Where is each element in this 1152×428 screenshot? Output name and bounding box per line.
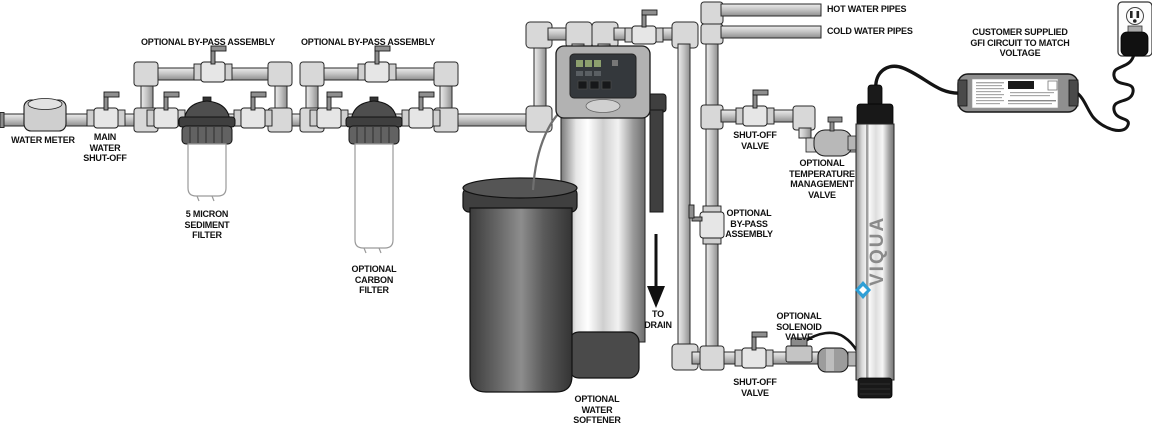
power-plug: [1120, 25, 1149, 57]
power-cord-coiled: [1075, 52, 1136, 132]
label-to-drain: TO DRAIN: [644, 309, 672, 330]
label-bypass-assembly-1: OPTIONAL BY-PASS ASSEMBLY: [140, 37, 276, 47]
label-water-meter: WATER METER: [11, 135, 75, 145]
controller-badge: [585, 99, 621, 113]
controller-display: [576, 60, 618, 90]
label-sediment-filter: 5 MICRON SEDIMENT FILTER: [184, 209, 230, 240]
solenoid-valve: [785, 337, 813, 363]
uv-shutoff-valve-top: [735, 89, 775, 127]
to-drain-arrow: [647, 234, 665, 308]
label-temp-valve: OPTIONAL TEMPERATURE MANAGEMENT VALVE: [789, 158, 855, 200]
label-main-shutoff: MAIN WATER SHUT-OFF: [83, 132, 127, 163]
label-gfi-circuit: CUSTOMER SUPPLIED GFI CIRCUIT TO MATCH V…: [970, 27, 1070, 58]
label-cold-water-pipes: COLD WATER PIPES: [827, 26, 913, 36]
softener-outlet-valve: [624, 9, 664, 45]
sediment-filter: [178, 96, 236, 202]
uv-shutoff-valve-bottom: [734, 331, 774, 369]
carbon-filter: [345, 96, 403, 254]
main-shutoff-valve: [86, 91, 126, 129]
uv-lamp-cord: [874, 64, 964, 95]
uv-inlet-fitting: [817, 347, 849, 373]
softener-tank: [560, 103, 646, 379]
uv-bypass-valve: [688, 204, 725, 245]
label-solenoid-valve: OPTIONAL SOLENOID VALVE: [776, 311, 822, 342]
label-water-softener: OPTIONAL WATER SOFTENER: [573, 394, 621, 425]
uv-brand-text: VIQUA: [867, 216, 888, 286]
sediment-filter-outlet-valve: [233, 91, 273, 129]
uv-chamber: VIQUA: [847, 84, 895, 399]
viqua-diamond-icon: [855, 281, 871, 299]
label-shutoff-valve-top: SHUT-OFF VALVE: [733, 130, 777, 151]
solenoid-cable: [802, 331, 859, 353]
label-hot-water-pipes: HOT WATER PIPES: [827, 4, 907, 14]
water-meter: [23, 98, 67, 132]
label-bypass-assembly-2: OPTIONAL BY-PASS ASSEMBLY: [300, 37, 436, 47]
brine-tank: [462, 177, 578, 393]
label-shutoff-valve-bottom: SHUT-OFF VALVE: [733, 377, 777, 398]
label-bypass-assembly-right: OPTIONAL BY-PASS ASSEMBLY: [725, 208, 773, 239]
ballast-controller: [957, 73, 1079, 113]
carbon-filter-outlet-valve: [401, 91, 441, 129]
ballast-label-print: [976, 80, 1058, 105]
label-carbon-filter: OPTIONAL CARBON FILTER: [351, 264, 397, 295]
bypass-loop-2-valve: [357, 45, 397, 83]
bypass-loop-1-valve: [193, 45, 233, 83]
carbon-filter-inlet-valve: [309, 91, 349, 129]
softener-controller: [555, 45, 651, 119]
